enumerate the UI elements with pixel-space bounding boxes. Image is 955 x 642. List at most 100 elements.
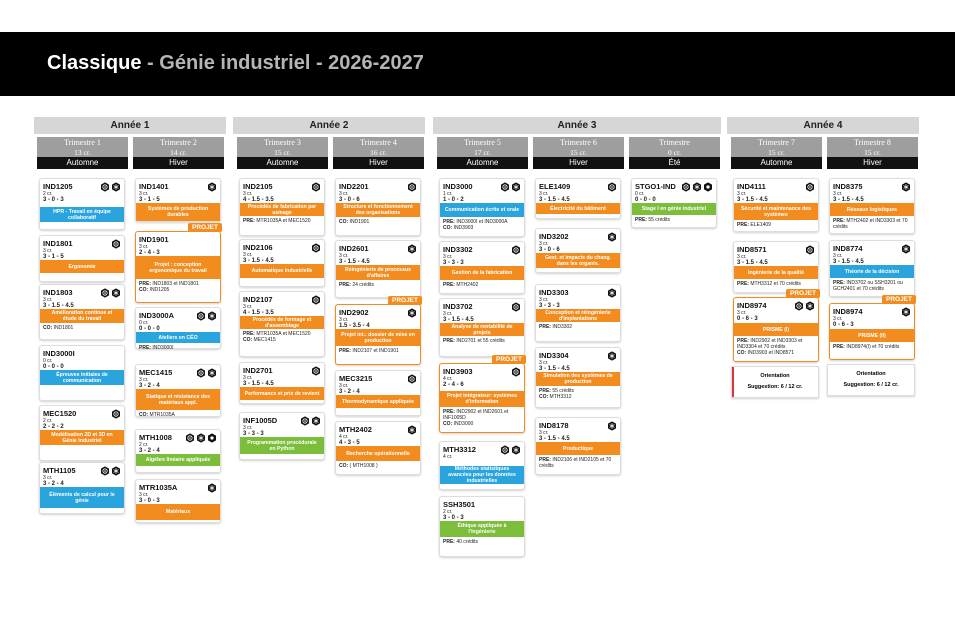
course-title-bar: Analyse de rentabilité de projets bbox=[440, 323, 524, 336]
requirement-line: PRE: IND2107 et IND1901 bbox=[339, 348, 419, 354]
course-title-bar: Théorie de la décision bbox=[830, 265, 914, 278]
course-title: Ateliers en CÉO bbox=[158, 334, 198, 341]
snowflake-icon bbox=[607, 351, 617, 363]
course-title-bar: Programmation procédurale en Python bbox=[240, 437, 324, 454]
course-hours: 0 - 6 - 3 bbox=[833, 322, 854, 328]
requirement-type: PRE: bbox=[443, 219, 455, 225]
project-badge: PROJET bbox=[881, 295, 916, 304]
course-credits: 0 cr. bbox=[139, 320, 149, 326]
course-hours: 3 - 1.5 - 4.5 bbox=[339, 259, 370, 265]
snowflake-icon bbox=[692, 182, 702, 194]
session-icons bbox=[407, 374, 417, 386]
course-title: Théorie de la décision bbox=[844, 268, 900, 275]
course-title-bar: Performance et prix de revient bbox=[240, 387, 324, 400]
course-title-bar: Gest. et impacts du chang. dans les orga… bbox=[536, 253, 620, 268]
semester-name: Trimestre 7 bbox=[731, 137, 822, 148]
course-credits: 3 cr. bbox=[43, 297, 53, 303]
session-icons bbox=[300, 416, 321, 428]
project-badge: PROJET bbox=[785, 289, 820, 298]
semester-season: Automne bbox=[37, 157, 128, 169]
session-icons bbox=[207, 182, 217, 194]
course-code: STGO1-IND bbox=[635, 182, 676, 191]
course-requirements: CO: IND1801 bbox=[43, 325, 123, 331]
gear-icon bbox=[311, 295, 321, 307]
gear-icon bbox=[100, 466, 110, 478]
requirement-type: PRE: bbox=[635, 217, 647, 223]
course-title-bar: Ergonomie bbox=[40, 260, 124, 273]
requirement-value: MTR1035A bbox=[148, 412, 175, 418]
course-title: PRISME (I) bbox=[762, 326, 790, 333]
semester-season: Automne bbox=[237, 157, 328, 169]
requirement-type: PRE: bbox=[833, 280, 845, 286]
course-requirements: PRE: IND3702 ou SSH3201 ou GCH2401 et 70… bbox=[833, 280, 913, 292]
requirement-line: CO: ( MTH1008 ) bbox=[339, 463, 419, 469]
session-icons bbox=[794, 301, 815, 313]
requirement-type: PRE: bbox=[243, 218, 255, 224]
course-code: IND2701 bbox=[243, 366, 273, 375]
project-badge: PROJET bbox=[387, 296, 422, 305]
course-title: Productique bbox=[562, 445, 594, 452]
course-requirements: CO: MTR1035A bbox=[139, 412, 219, 418]
course-title: Réingénierie de processus d'affaires bbox=[344, 266, 412, 279]
course-code: IND1803 bbox=[43, 288, 73, 297]
course-hours: 0 - 0 - 0 bbox=[635, 197, 656, 203]
semester-season: Hiver bbox=[533, 157, 624, 169]
requirement-line: PRE: 24 crédits bbox=[339, 282, 419, 288]
course-requirements: PRE: IND8974(I) et 70 crédits bbox=[833, 344, 913, 350]
course-code: IND1801 bbox=[43, 239, 73, 248]
course-title: Épreuves initiales de communication bbox=[56, 371, 108, 384]
course-code: IND2106 bbox=[243, 243, 273, 252]
semester-credits: 15 cr. bbox=[731, 148, 822, 157]
course-title-bar: Thermodynamique appliquée bbox=[336, 395, 420, 408]
course-credits: 2 cr. bbox=[139, 442, 149, 448]
course-title: Modélisation 2D et 3D en Génie Industrie… bbox=[51, 431, 113, 444]
page-title: Classique - Génie industriel - 2026-2027 bbox=[47, 52, 424, 75]
session-icons bbox=[500, 445, 521, 457]
gear-icon bbox=[196, 368, 206, 380]
requirement-type: CO: bbox=[443, 225, 453, 231]
